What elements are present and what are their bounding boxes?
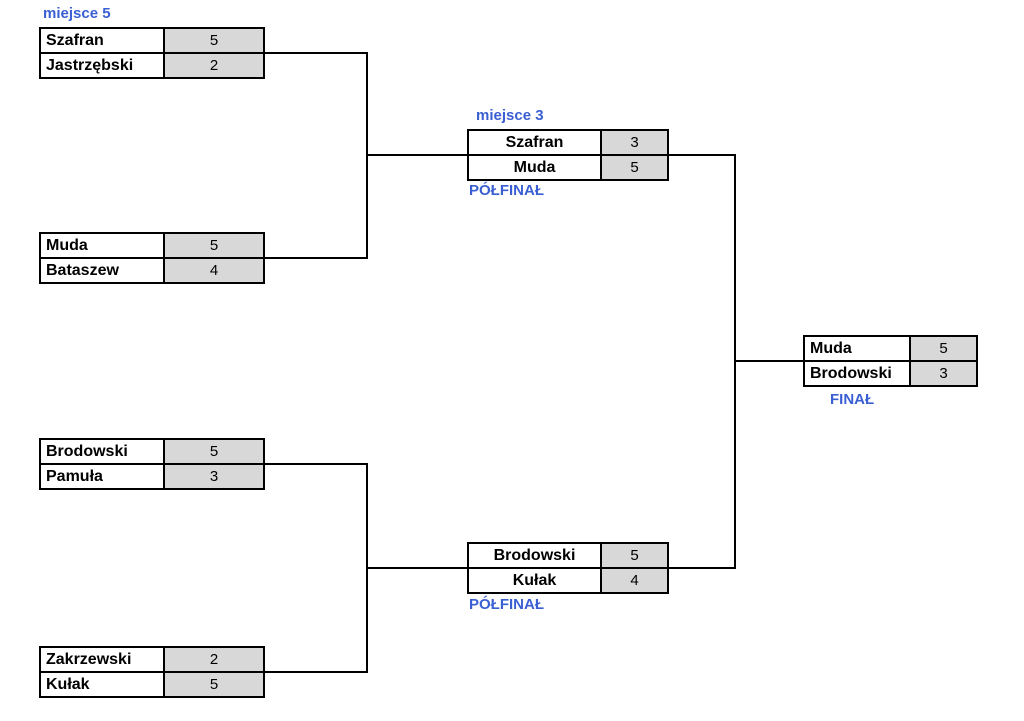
player-name: Muda: [513, 159, 556, 176]
match-row: Kułak 4: [469, 567, 667, 592]
player-score: 5: [163, 234, 263, 257]
connector-line: [366, 567, 467, 569]
player-name: Muda: [46, 237, 88, 254]
match-round1-4: Zakrzewski 2 Kułak 5: [39, 646, 265, 698]
match-row: Muda 5: [41, 234, 263, 257]
connector-line: [734, 360, 803, 362]
player-score: 3: [163, 465, 263, 488]
match-row: Brodowski 3: [805, 360, 976, 385]
match-row: Brodowski 5: [469, 544, 667, 567]
connector-line: [669, 567, 736, 569]
match-round1-3: Brodowski 5 Pamuła 3: [39, 438, 265, 490]
match-row: Zakrzewski 2: [41, 648, 263, 671]
player-name: Zakrzewski: [46, 651, 132, 668]
player-name: Kułak: [46, 676, 90, 693]
player-name: Kułak: [512, 572, 557, 589]
match-row: Pamuła 3: [41, 463, 263, 488]
player-score: 5: [163, 673, 263, 696]
connector-line: [265, 463, 368, 465]
player-name: Szafran: [505, 134, 564, 151]
label-place-5: miejsce 5: [43, 5, 111, 22]
player-score: 3: [909, 362, 976, 385]
player-score: 2: [163, 54, 263, 77]
player-score: 2: [163, 648, 263, 671]
player-score: 5: [909, 337, 976, 360]
label-semifinal-top: PÓŁFINAŁ: [469, 182, 544, 199]
match-semifinal-2: Brodowski 5 Kułak 4: [467, 542, 669, 594]
player-score: 4: [163, 259, 263, 282]
player-score: 4: [600, 569, 667, 592]
player-name: Brodowski: [46, 443, 128, 460]
match-row: Muda 5: [469, 154, 667, 179]
player-score: 5: [600, 544, 667, 567]
match-row: Kułak 5: [41, 671, 263, 696]
match-semifinal-1: Szafran 3 Muda 5: [467, 129, 669, 181]
player-name: Brodowski: [493, 547, 576, 564]
player-name: Bataszew: [46, 262, 119, 279]
player-score: 5: [600, 156, 667, 179]
label-final: FINAŁ: [830, 391, 875, 408]
connector-line: [669, 154, 736, 156]
player-name: Brodowski: [810, 365, 892, 382]
connector-line: [265, 671, 368, 673]
match-row: Bataszew 4: [41, 257, 263, 282]
match-row: Brodowski 5: [41, 440, 263, 463]
connector-line: [265, 52, 368, 54]
match-row: Szafran 5: [41, 29, 263, 52]
match-row: Muda 5: [805, 337, 976, 360]
player-name: Szafran: [46, 32, 104, 49]
player-score: 5: [163, 29, 263, 52]
player-name: Pamuła: [46, 468, 103, 485]
player-name: Muda: [810, 340, 852, 357]
label-place-3: miejsce 3: [476, 107, 544, 124]
player-score: 5: [163, 440, 263, 463]
connector-line: [265, 257, 368, 259]
label-semifinal-bottom: PÓŁFINAŁ: [469, 596, 544, 613]
connector-line: [366, 154, 467, 156]
player-name: Jastrzębski: [46, 57, 134, 74]
match-round1-2: Muda 5 Bataszew 4: [39, 232, 265, 284]
match-final: Muda 5 Brodowski 3: [803, 335, 978, 387]
match-row: Szafran 3: [469, 131, 667, 154]
player-score: 3: [600, 131, 667, 154]
match-round1-1: Szafran 5 Jastrzębski 2: [39, 27, 265, 79]
match-row: Jastrzębski 2: [41, 52, 263, 77]
